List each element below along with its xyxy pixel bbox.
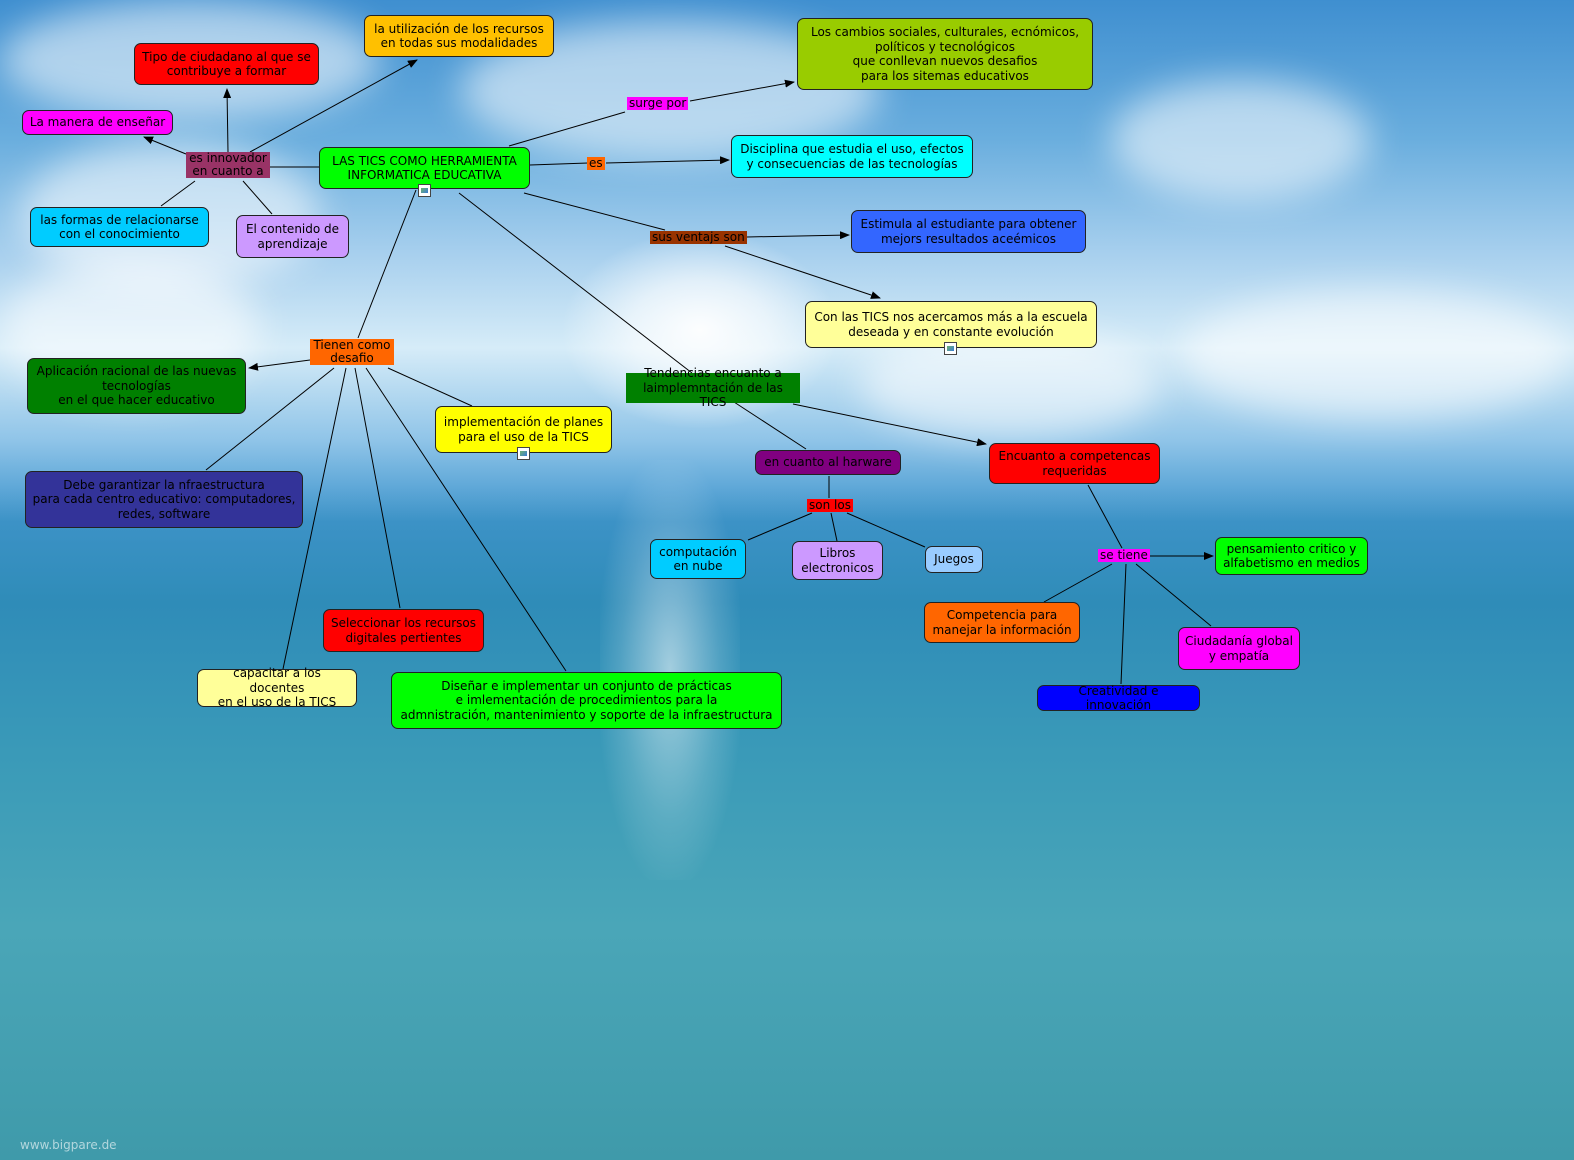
concept-center-tics[interactable]: LAS TICS COMO HERRAMIENTA INFORMATICA ED… <box>319 147 530 189</box>
concept-tendencias[interactable]: Tendencias encuanto a laimplemntación de… <box>626 373 800 403</box>
linking-phrase-son-los[interactable]: son los <box>807 499 853 512</box>
concept-contenido-aprendizaje[interactable]: El contenido de aprendizaje <box>236 215 349 258</box>
concept-estimula[interactable]: Estimula al estudiante para obtener mejo… <box>851 210 1086 253</box>
connector <box>831 513 837 541</box>
connector <box>227 89 228 152</box>
connector <box>748 513 812 540</box>
connector <box>459 193 692 373</box>
connector <box>355 368 400 608</box>
concept-competencias-requeridas[interactable]: Encuanto a competencas requeridas <box>989 443 1160 484</box>
concept-acercamos[interactable]: Con las TICS nos acercamos más a la escu… <box>805 301 1097 348</box>
concept-utilizacion-recursos[interactable]: la utilización de los recursos en todas … <box>364 15 554 57</box>
concept-tipo-ciudadano[interactable]: Tipo de ciudadano al que se contribuye a… <box>134 43 319 85</box>
concept-formas-relacionarse[interactable]: las formas de relacionarse con el conoci… <box>30 207 209 247</box>
concept-disciplina[interactable]: Disciplina que estudia el uso, efectos y… <box>731 135 973 178</box>
concept-manera-ensenar[interactable]: La manera de enseñar <box>22 110 173 135</box>
connector <box>606 160 729 163</box>
concept-garantizar-infraestructura[interactable]: Debe garantizar la nfraestructura para c… <box>25 471 303 528</box>
concept-juegos[interactable]: Juegos <box>925 546 983 573</box>
connector <box>524 193 665 230</box>
concept-pensamiento-critico[interactable]: pensamiento critico y alfabetismo en med… <box>1215 537 1368 575</box>
linking-phrase-surge-por[interactable]: surge por <box>627 97 688 110</box>
connector <box>509 112 625 146</box>
connector <box>1136 564 1211 626</box>
connector <box>358 190 416 338</box>
linking-phrase-sus-ventajas[interactable]: sus ventajs son <box>650 231 747 244</box>
connector <box>747 235 849 237</box>
image-resource-icon[interactable] <box>517 447 530 460</box>
concept-computacion-nube[interactable]: computación en nube <box>650 539 746 579</box>
connector <box>388 368 472 406</box>
linking-phrase-tienen-desafio[interactable]: Tienen como desafio <box>310 339 394 365</box>
concept-implementacion-planes[interactable]: implementación de planes para el uso de … <box>435 406 612 453</box>
image-resource-icon[interactable] <box>944 342 957 355</box>
concept-disenar-implementar[interactable]: Diseñar e implementar un conjunto de prá… <box>391 672 782 729</box>
concept-seleccionar-recursos[interactable]: Seleccionar los recursos digitales perti… <box>323 609 484 652</box>
connector <box>530 163 588 165</box>
connector <box>249 360 310 368</box>
connector <box>1088 485 1122 548</box>
connector <box>1044 564 1112 602</box>
concept-cambios-sociales[interactable]: Los cambios sociales, culturales, ecnómi… <box>797 18 1093 90</box>
concept-capacitar-docentes[interactable]: capacitar a los docentes en el uso de la… <box>197 669 357 707</box>
concept-ciudadania-global[interactable]: Ciudadanía global y empatía <box>1178 627 1300 670</box>
linking-phrase-se-tiene[interactable]: se tiene <box>1098 549 1150 562</box>
linking-phrase-es-innovador[interactable]: es innovador en cuanto a <box>186 152 270 178</box>
concept-libros-electronicos[interactable]: Libros electronicos <box>792 541 883 580</box>
watermark: www.bigpare.de <box>20 1138 117 1152</box>
connector <box>725 246 880 298</box>
connector <box>690 82 794 101</box>
concept-en-cuanto-harware[interactable]: en cuanto al harware <box>755 450 901 475</box>
concept-competencia-informacion[interactable]: Competencia para manejar la información <box>924 602 1080 643</box>
image-resource-icon[interactable] <box>418 184 431 197</box>
connector <box>161 181 195 206</box>
concept-creatividad-innovacion[interactable]: Creatividad e innovación <box>1037 685 1200 711</box>
connector <box>793 404 986 444</box>
connector <box>1121 564 1126 684</box>
concept-aplicacion-racional[interactable]: Aplicación racional de las nuevas tecnol… <box>27 358 246 414</box>
connector <box>144 137 186 154</box>
linking-phrase-es[interactable]: es <box>587 157 605 170</box>
connector <box>243 181 272 214</box>
